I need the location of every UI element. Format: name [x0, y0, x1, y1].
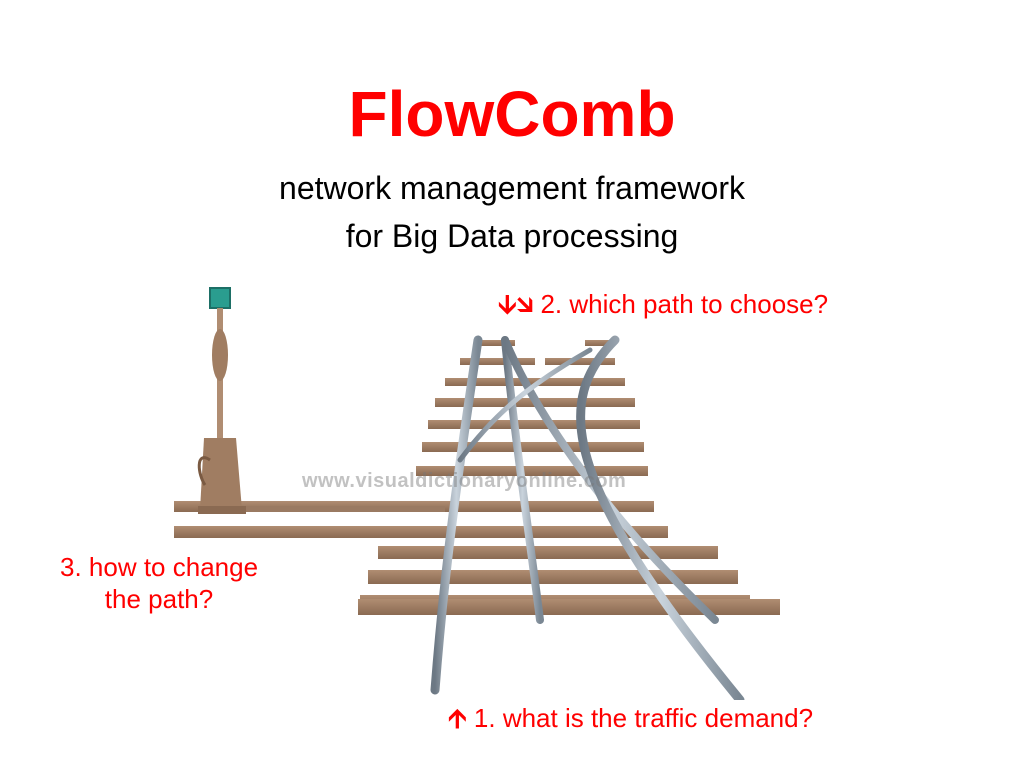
- slide-title: FlowComb: [348, 78, 676, 150]
- which-path-label: 🡫🡮 2. which path to choose?: [498, 288, 828, 320]
- switch-rod: [240, 506, 445, 512]
- up-arrow-icon: 🡩: [448, 703, 467, 733]
- slide-subtitle-line1: network management framework: [279, 170, 745, 206]
- change-path-line2: the path?: [104, 584, 214, 614]
- watermark: www.visualdictionaryonline.com: [302, 470, 627, 492]
- switch-signal-post: [197, 287, 246, 514]
- slide-subtitle-line2: for Big Data processing: [345, 218, 679, 254]
- railway-rails: [430, 335, 745, 700]
- traffic-demand-label: 🡩 1. what is the traffic demand?: [448, 702, 813, 734]
- railway-switch-illustration: [174, 287, 780, 700]
- change-path-label: 3. how to change the path?: [60, 551, 258, 615]
- change-path-line1: 3. how to change: [60, 552, 259, 582]
- down-arrows-icon: 🡫🡮: [498, 289, 534, 319]
- traffic-demand-text: 1. what is the traffic demand?: [473, 703, 814, 733]
- which-path-text: 2. which path to choose?: [540, 289, 829, 319]
